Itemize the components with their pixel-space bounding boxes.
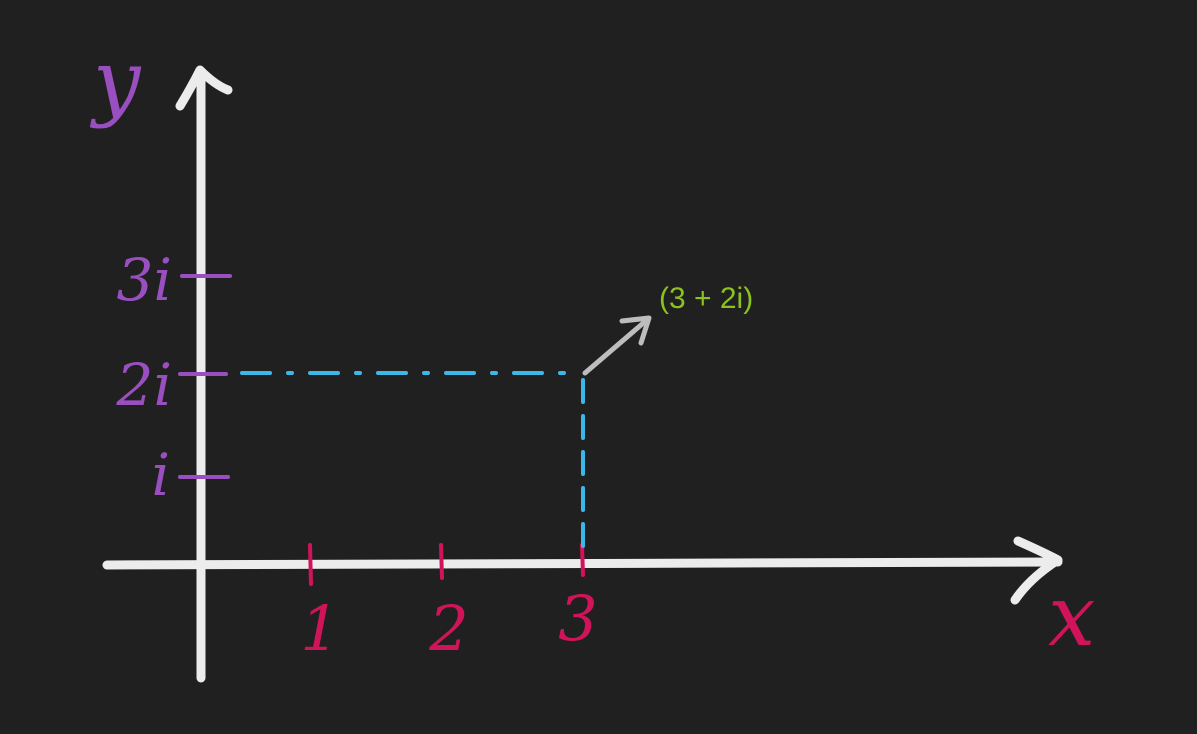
y-tick-1-label: i — [151, 441, 170, 509]
point-annotation: (3 + 2i) — [582, 282, 753, 376]
point-arrow-head — [619, 315, 652, 346]
y-axis-label: y — [89, 32, 142, 130]
x-tick-1-mark — [308, 543, 313, 586]
y-tick-2-label: 2i — [116, 351, 172, 419]
projection-lines — [240, 371, 585, 554]
x-axis-arrowhead — [1010, 536, 1063, 605]
x-tick-3-mark — [580, 543, 585, 577]
x-tick-1-label: 1 — [300, 592, 339, 665]
point-label: (3 + 2i) — [659, 282, 753, 315]
x-tick-2-mark — [439, 543, 444, 580]
y-tick-3-label: 3i — [117, 246, 172, 314]
imaginary-axis-ticks: i 2i 3i — [116, 246, 232, 509]
x-axis-label: x — [1048, 567, 1095, 665]
x-tick-2-label: 2 — [428, 592, 468, 665]
real-axis-ticks: 1 2 3 — [300, 543, 598, 665]
point-arrow-shaft — [582, 316, 651, 376]
y-axis-arrowhead — [175, 65, 233, 111]
x-tick-3-label: 3 — [558, 582, 597, 655]
